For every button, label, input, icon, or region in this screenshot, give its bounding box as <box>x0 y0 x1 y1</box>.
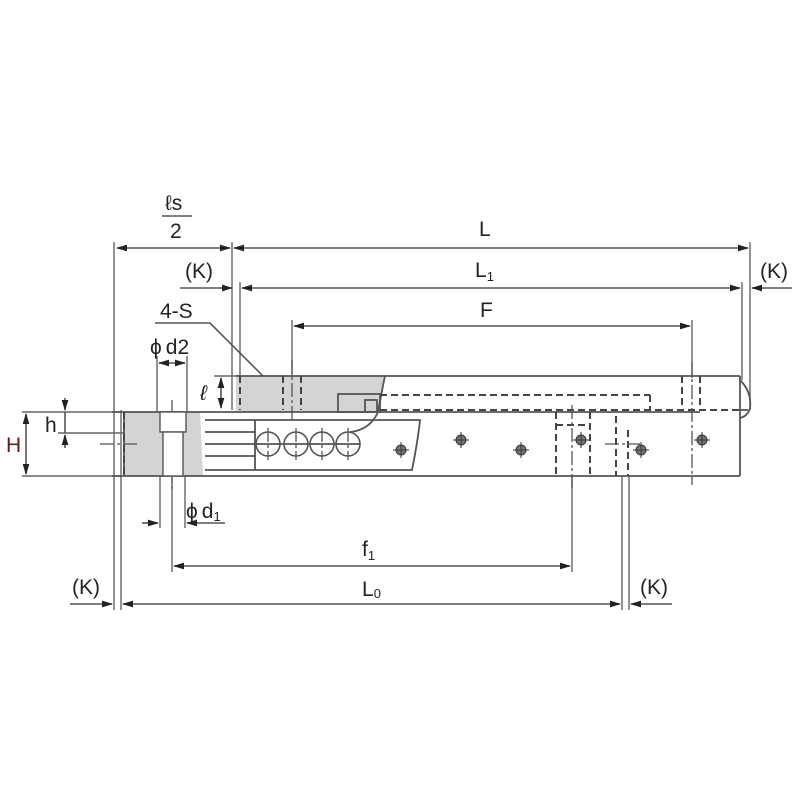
label-f1: f1 <box>362 538 375 563</box>
label-4-S: 4-S <box>160 300 193 323</box>
hole-marker-2 <box>453 432 469 448</box>
label-H: H <box>6 434 21 457</box>
hidden-lines <box>123 376 740 476</box>
hole-marker-6 <box>694 432 710 448</box>
label-K-top-right: (K) <box>760 260 788 283</box>
label-L1: L1 <box>475 259 494 284</box>
counterbore-hole <box>159 411 187 477</box>
mounting-holes <box>393 432 710 458</box>
label-L0: L0 <box>362 578 381 601</box>
rail-outer <box>112 375 752 477</box>
label-L: L <box>479 218 491 241</box>
label-F: F <box>480 299 493 322</box>
hole-marker-4 <box>573 432 589 448</box>
extension-lines <box>22 242 751 610</box>
label-K-bottom-right: (K) <box>640 576 668 599</box>
ball-retainer <box>205 419 421 471</box>
label-K-top-left: (K) <box>185 260 213 283</box>
dimension-lines <box>22 244 792 608</box>
label-ell: ℓ <box>199 382 208 405</box>
label-ls: ℓs <box>165 192 182 215</box>
hole-marker-1 <box>393 442 409 458</box>
label-K-bottom-left: (K) <box>72 576 100 599</box>
hole-marker-3 <box>513 442 529 458</box>
hole-marker-5 <box>633 442 649 458</box>
label-ls-denominator: 2 <box>170 220 182 243</box>
label-h: h <box>45 414 57 437</box>
